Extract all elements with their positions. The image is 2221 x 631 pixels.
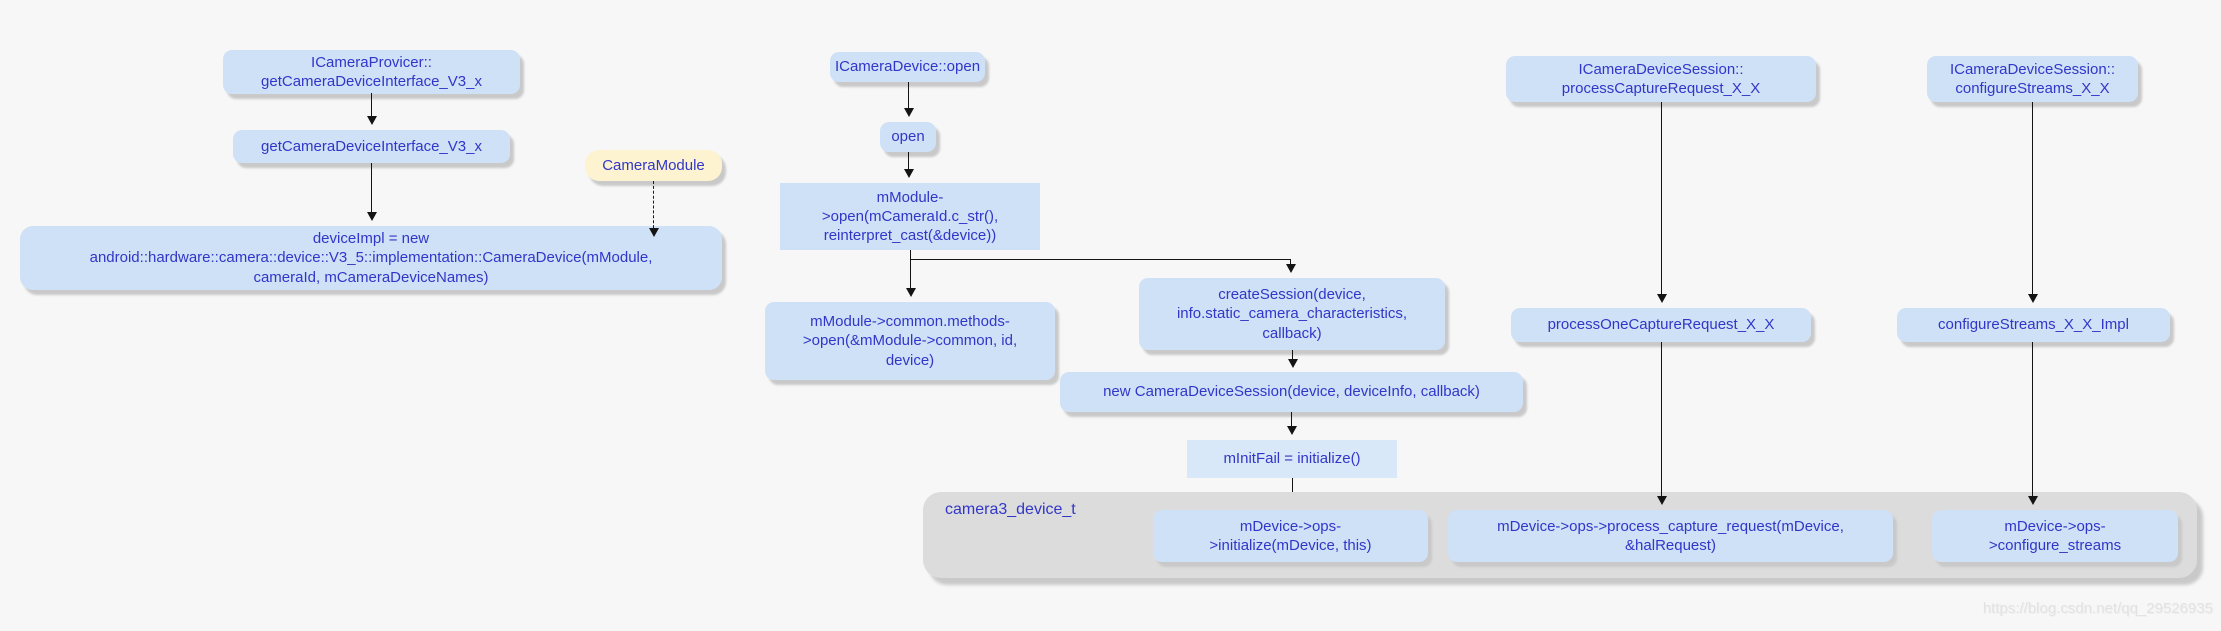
watermark-text: https://blog.csdn.net/qq_29526935 xyxy=(1982,600,2213,617)
node-configure-streams-impl: configureStreams_X_X_Impl xyxy=(1897,308,2170,342)
node-process-one-capture-request: processOneCaptureRequest_X_X xyxy=(1511,308,1811,342)
arrow-cameramodule-to-deviceimpl xyxy=(648,181,659,237)
arrow-newsession-to-minitfail xyxy=(1286,412,1297,435)
node-device-ops-process-capture: mDevice->ops->process_capture_request(mD… xyxy=(1448,510,1893,562)
node-device-impl: deviceImpl = new android::hardware::came… xyxy=(20,226,722,290)
arrow-processcapture-to-processone xyxy=(1656,102,1667,303)
branch-stem-line xyxy=(910,250,911,259)
node-device-ops-initialize: mDevice->ops- >initialize(mDevice, this) xyxy=(1153,510,1428,562)
node-icamera-session-configure-streams: ICameraDeviceSession:: configureStreams_… xyxy=(1927,56,2138,102)
node-icamera-provider: ICameraProvicer:: getCameraDeviceInterfa… xyxy=(223,50,520,94)
arrow-branch-to-createsession xyxy=(1285,259,1296,273)
arrow-createsession-to-newsession xyxy=(1287,350,1298,368)
node-camera-module: CameraModule xyxy=(585,150,722,181)
arrow-icameradeviceopen-to-open xyxy=(903,82,914,117)
node-mmodule-common-open: mModule->common.methods- >open(&mModule-… xyxy=(765,302,1055,380)
node-icamera-session-process-capture: ICameraDeviceSession:: processCaptureReq… xyxy=(1506,56,1816,102)
arrow-branch-to-common-open xyxy=(905,259,916,297)
node-icamera-device-open: ICameraDevice::open xyxy=(830,52,985,82)
arrow-impl-to-halconfigure xyxy=(2027,342,2038,505)
node-open: open xyxy=(880,122,936,152)
node-create-session: createSession(device, info.static_camera… xyxy=(1139,278,1445,350)
arrow-provider-to-interface xyxy=(366,93,377,125)
camera3-device-label: camera3_device_t xyxy=(945,501,1076,518)
arrow-processone-to-halprocess xyxy=(1656,342,1667,505)
node-mmodule-open: mModule- >open(mCameraId.c_str(), reinte… xyxy=(780,183,1040,250)
node-get-camera-device-interface: getCameraDeviceInterface_V3_x xyxy=(233,130,510,163)
node-device-ops-configure-streams: mDevice->ops- >configure_streams xyxy=(1932,510,2178,562)
branch-horizontal-line xyxy=(910,259,1291,260)
arrow-configurestreams-to-impl xyxy=(2027,102,2038,303)
node-minit-fail: mInitFail = initialize() xyxy=(1187,440,1397,478)
arrow-interface-to-deviceimpl xyxy=(366,163,377,221)
arrow-open-to-mmoduleopen xyxy=(903,152,914,178)
node-new-camera-device-session: new CameraDeviceSession(device, deviceIn… xyxy=(1060,372,1523,412)
